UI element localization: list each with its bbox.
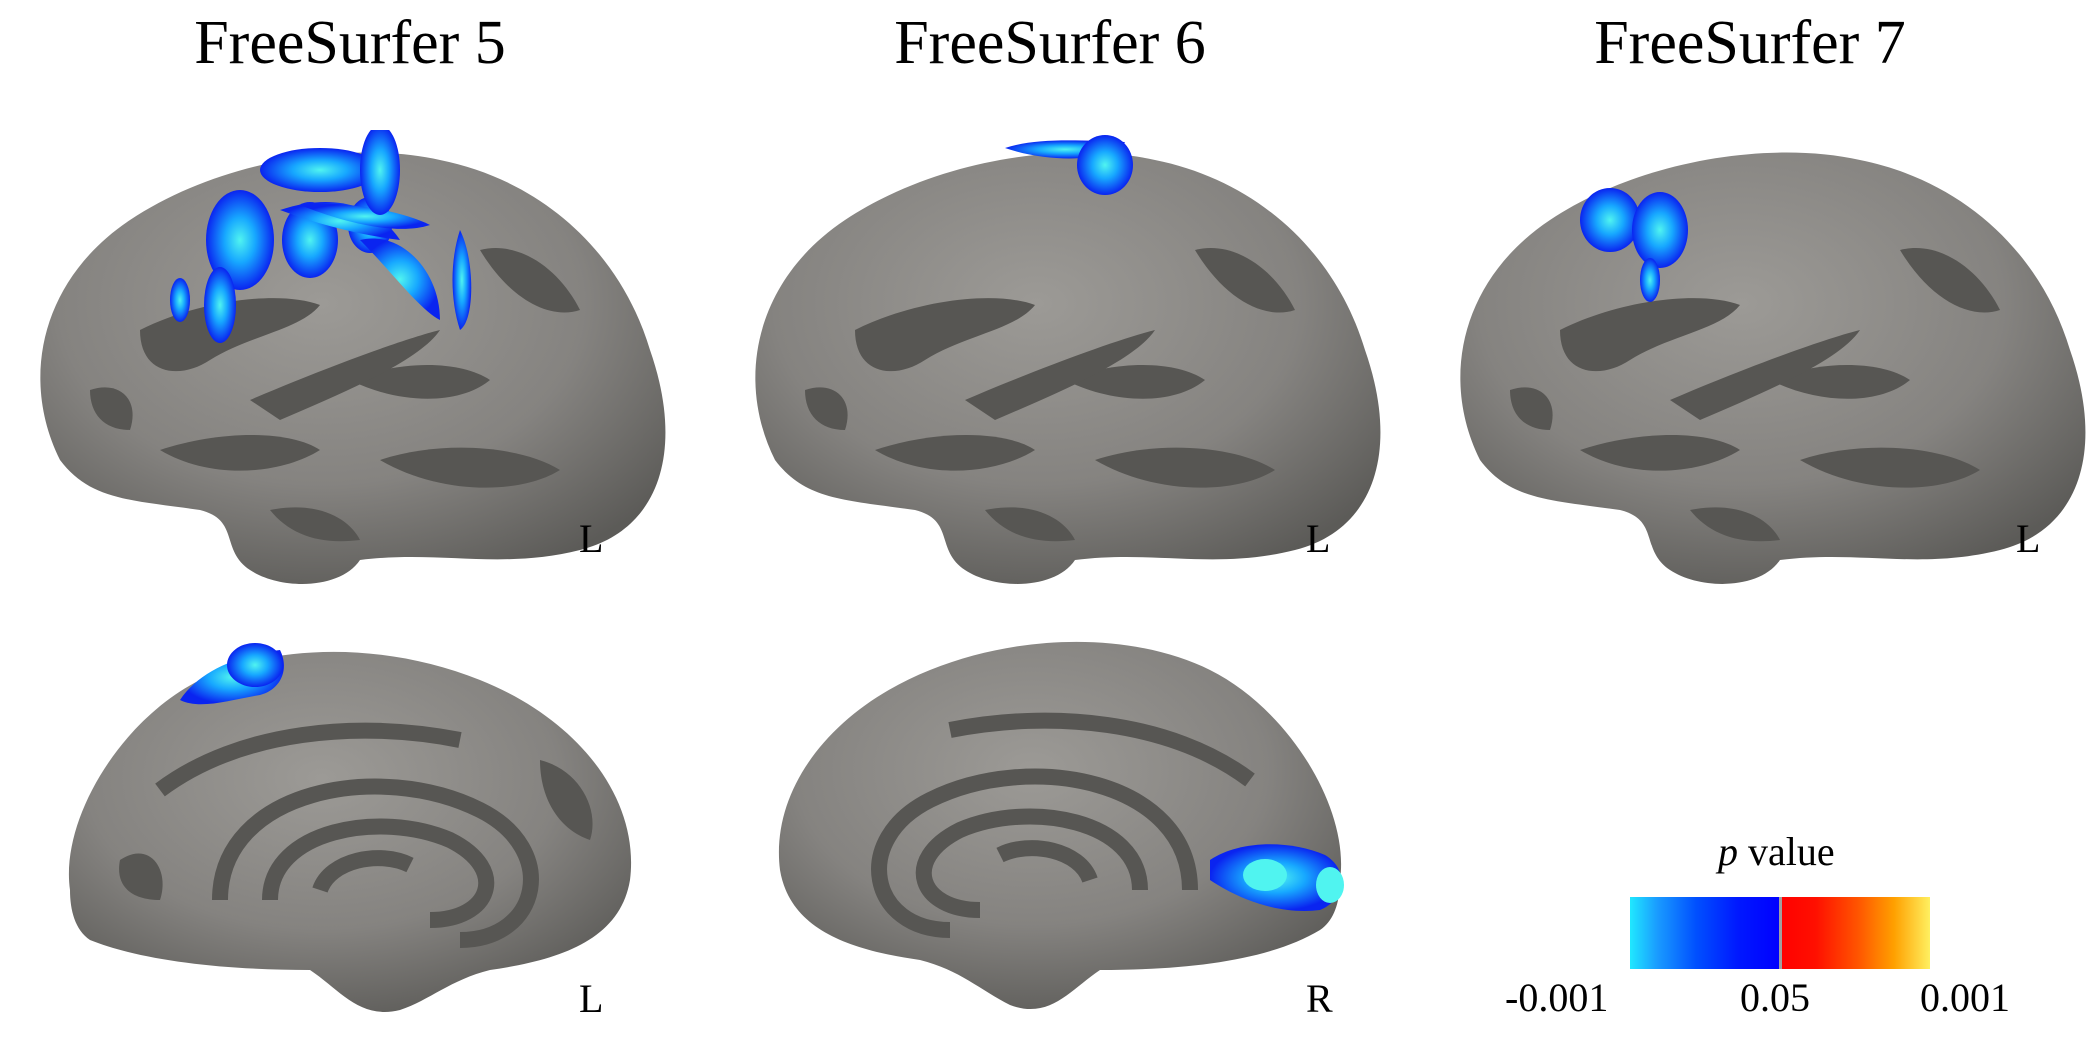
colorbar-tick-left: -0.001 [1505,975,1609,1020]
brain-lateral-fs7 [1460,152,2086,584]
hemisphere-label-fs6-medial: R [1306,976,1333,1021]
hemisphere-label-fs7-lateral: L [2016,516,2041,561]
activation-clusters-fs6 [1005,135,1133,195]
brain-lateral-fs6 [755,135,1381,584]
activation-clusters-fs5 [170,130,472,343]
p-symbol: p [1718,829,1738,874]
brain-lateral-fs5 [40,130,666,584]
column-title-fs5: FreeSurfer 5 [194,9,506,77]
hemisphere-label-fs5-lateral: L [579,516,604,561]
hemisphere-label-fs6-lateral: L [1306,516,1331,561]
colorbar-divider [1779,897,1782,969]
colorbar-title-text: value [1748,829,1835,874]
activation-clusters-fs7 [1580,188,1688,302]
column-title-fs6: FreeSurfer 6 [894,9,1206,77]
column-title-fs7: FreeSurfer 7 [1594,9,1906,77]
brain-medial-fs5 [68,643,632,1012]
hemisphere-label-fs5-medial: L [579,976,604,1021]
colorbar-tick-middle: 0.05 [1740,975,1810,1020]
activation-clusters-medial-fs6 [1210,844,1344,911]
brain-medial-fs6 [778,641,1344,1010]
colorbar-title: p value [1718,828,1835,875]
colorbar-tick-right: 0.001 [1920,975,2010,1020]
activation-clusters-medial-fs5 [180,643,284,705]
